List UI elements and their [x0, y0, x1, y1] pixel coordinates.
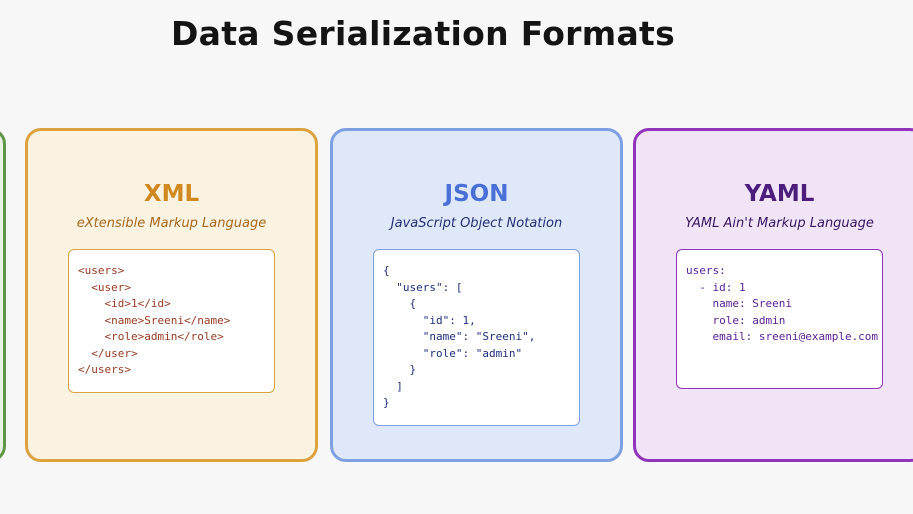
card-xml-title: XML — [143, 181, 200, 207]
card-json-code-block: { "users": [ { "id": 1, "name": "Sreeni"… — [373, 249, 580, 426]
card-yaml-title: YAML — [744, 181, 815, 207]
card-xml-subtitle: eXtensible Markup Language — [76, 216, 267, 231]
page-title: Data Serialization Formats — [170, 14, 676, 53]
card-partial-left — [0, 128, 6, 462]
card-json-title: JSON — [444, 181, 509, 207]
card-yaml-subtitle: YAML Ain't Markup Language — [685, 216, 874, 231]
card-yaml-code-block: users: - id: 1 name: Sreeni role: admin … — [676, 249, 883, 389]
card-json: JSON JavaScript Object Notation { "users… — [330, 128, 623, 462]
card-json-subtitle: JavaScript Object Notation — [390, 216, 563, 231]
card-xml: XML eXtensible Markup Language <users> <… — [25, 128, 318, 462]
card-xml-code-block: <users> <user> <id>1</id> <name>Sreeni</… — [68, 249, 275, 393]
card-yaml: YAML YAML Ain't Markup Language users: -… — [633, 128, 913, 462]
